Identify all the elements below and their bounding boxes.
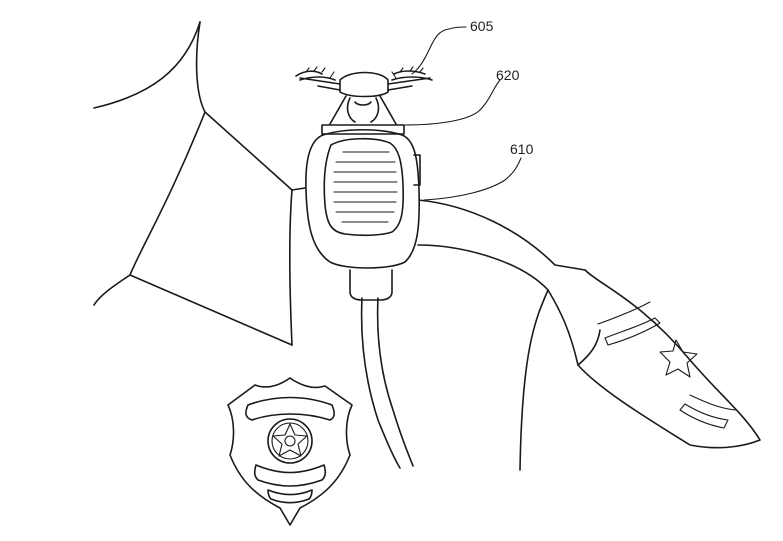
reference-label-radio: 610 [510, 141, 534, 157]
leader-lines [403, 26, 522, 201]
sleeve [519, 269, 761, 471]
reference-label-drone: 605 [470, 18, 494, 34]
drone [295, 66, 433, 125]
police-badge [227, 377, 353, 526]
officer-torso [93, 21, 306, 346]
shoulder-radio [305, 128, 421, 269]
shoulder-strap [417, 199, 586, 291]
reference-label-mount: 620 [496, 67, 520, 83]
drone-mount [321, 124, 405, 135]
radio-cord [349, 269, 414, 469]
